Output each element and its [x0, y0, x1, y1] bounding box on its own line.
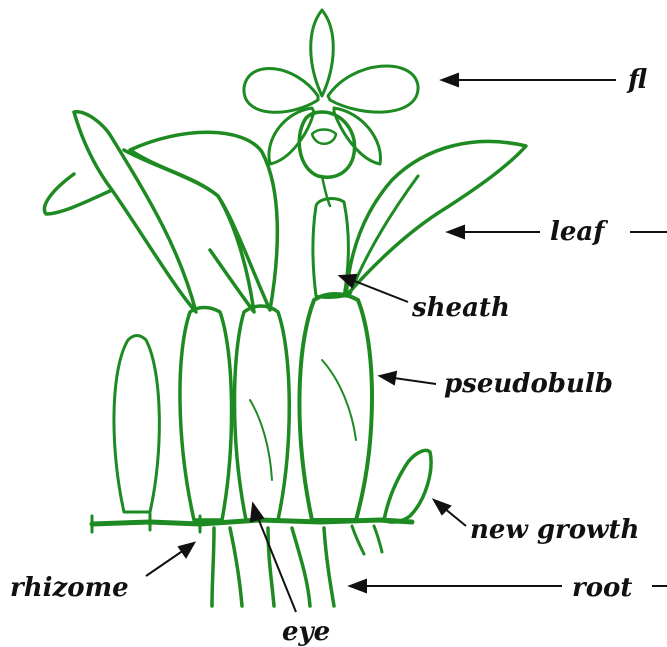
label-sheath: sheath [411, 293, 510, 323]
old-pseudobulb [114, 336, 159, 513]
new-growth-shoot [384, 450, 431, 522]
label-leaf: leaf [550, 217, 608, 247]
label-flower: fl [626, 65, 647, 95]
roots [212, 526, 382, 606]
pseudobulbs [180, 294, 372, 520]
sheath [313, 199, 349, 298]
label-new-growth: new growth [470, 515, 639, 545]
label-eye: eye [282, 617, 330, 647]
label-rhizome: rhizome [10, 573, 129, 603]
label-root: root [572, 573, 632, 603]
label-pseudobulb: pseudobulb [444, 369, 613, 399]
leaves [44, 112, 526, 312]
